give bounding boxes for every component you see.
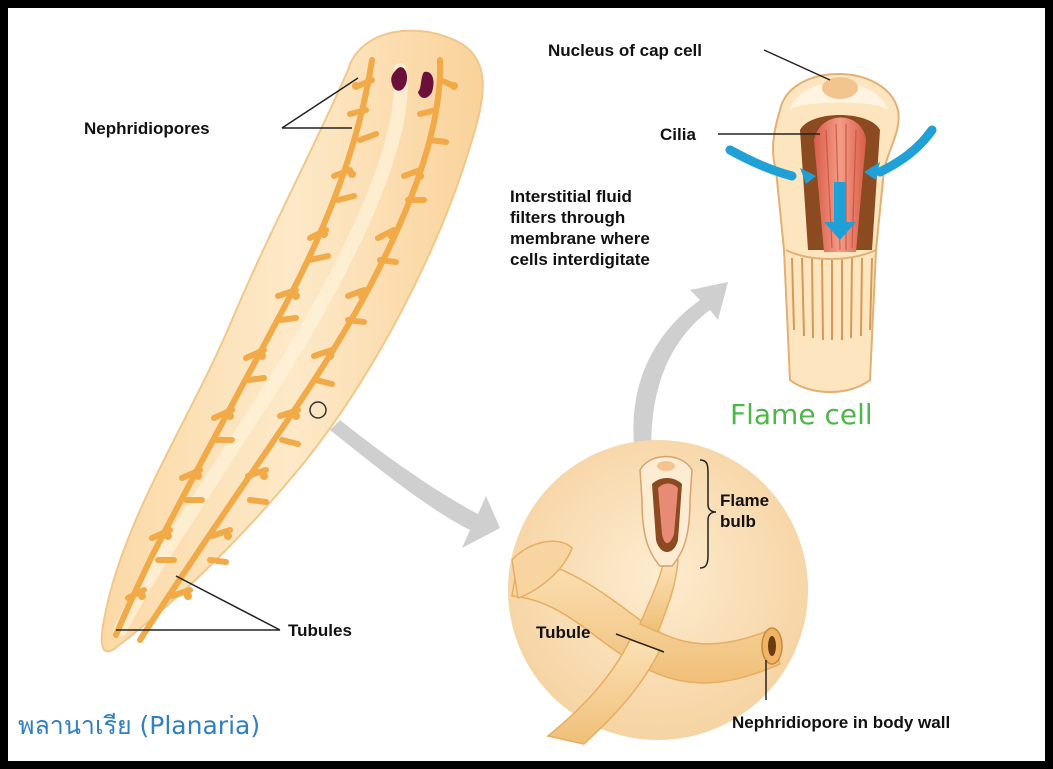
label-interstitial-line-1: Interstitial fluid (510, 186, 650, 207)
label-interstitial-line-4: cells interdigitate (510, 249, 650, 270)
caption-flame-cell: Flame cell (730, 398, 873, 431)
zoom-circle (508, 440, 808, 744)
zoom-arrow-to-circle (330, 420, 500, 548)
label-interstitial-line-2: filters through (510, 207, 650, 228)
label-interstitial-fluid: Interstitial fluid filters through membr… (510, 186, 650, 270)
caption-planaria: พลานาเรีย (Planaria) (18, 706, 260, 746)
label-interstitial-line-3: membrane where (510, 228, 650, 249)
flame-cell (730, 74, 932, 392)
label-tubules: Tubules (288, 620, 352, 641)
label-tubule: Tubule (536, 622, 590, 643)
label-nephridiopores: Nephridiopores (84, 118, 210, 139)
label-flame-bulb-line-1: Flame (720, 490, 769, 511)
label-flame-bulb: Flame bulb (720, 490, 769, 532)
label-nucleus-of-cap-cell: Nucleus of cap cell (548, 40, 702, 61)
cap-cell-nucleus (822, 77, 858, 99)
zoom-arrow-to-flame-cell (633, 282, 728, 460)
label-cilia: Cilia (660, 124, 696, 145)
label-nephridiopore-in-body-wall: Nephridiopore in body wall (732, 712, 950, 733)
label-flame-bulb-line-2: bulb (720, 511, 769, 532)
